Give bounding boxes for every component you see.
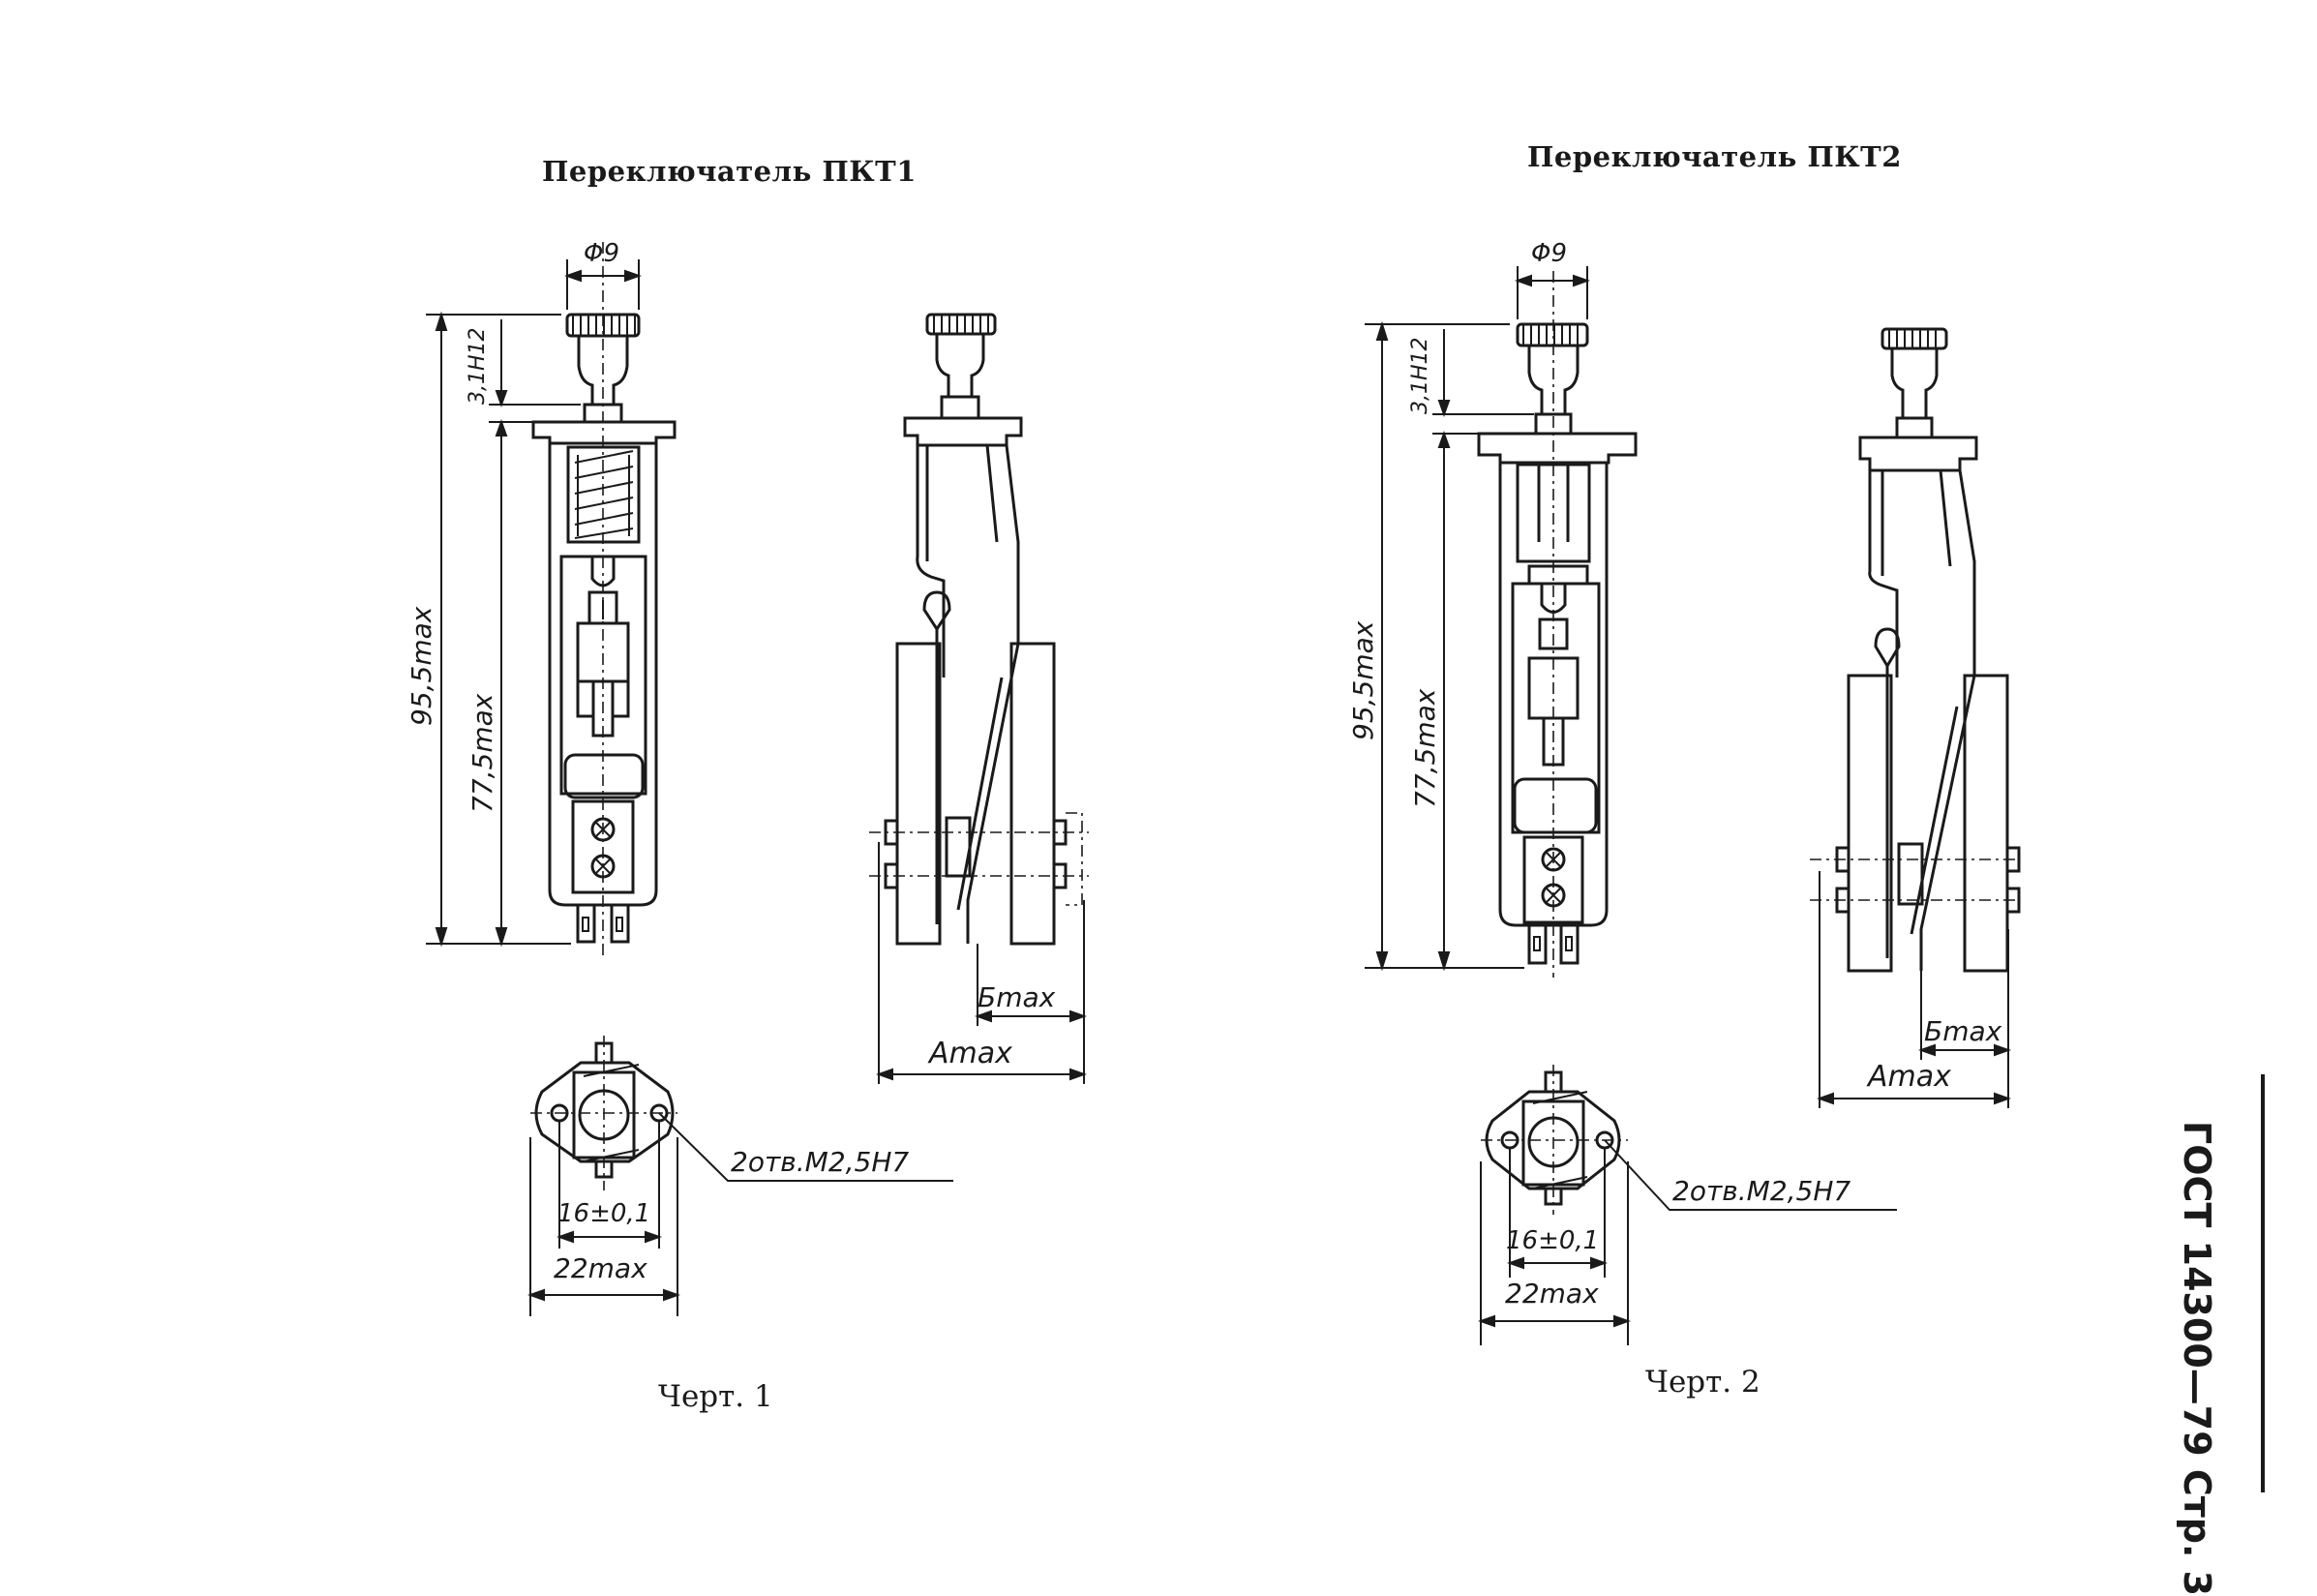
technical-drawings: Φ9 95,5max 3,1H12 77,5max — [406, 239, 2021, 1345]
drawing1-tolerance-label: 3,1H12 — [466, 327, 490, 405]
drawing2-body-height-label: 77,5max — [1409, 688, 1441, 808]
drawing2-a-dim-label: Amax — [1866, 1060, 1951, 1094]
drawing2-total-height-label: 95,5max — [1347, 620, 1379, 740]
drawing2-width-label: 22max — [1505, 1278, 1599, 1310]
drawing1-holes-label: 2отв.M2,5H7 — [731, 1146, 909, 1178]
figure-caption-1: Черт. 1 — [658, 1379, 773, 1414]
drawing2-dimensions: Φ9 95,5max 3,1H12 77,5max — [1347, 239, 1590, 972]
drawing2-spacing-label: 16±0,1 — [1506, 1226, 1599, 1255]
drawing1-dimensions: Φ9 95,5max 3,1H12 77,5max — [406, 239, 642, 948]
drawing1-side-view: Бmax Amax — [869, 313, 1089, 1084]
drawing1-total-height-label: 95,5max — [406, 606, 437, 726]
drawing2-front-view — [1477, 271, 1638, 978]
drawing1-width-label: 22max — [554, 1252, 647, 1284]
drawing1-a-dim-label: Amax — [927, 1037, 1012, 1070]
drawing1-bottom-view: 2отв.M2,5H7 16±0,1 22max — [527, 1036, 953, 1316]
figure-caption-2: Черт. 2 — [1645, 1365, 1760, 1400]
drawing1-b-dim-label: Бmax — [978, 981, 1056, 1013]
drawing2-side-view: Бmax Amax — [1810, 327, 2021, 1108]
drawing2-holes-label: 2отв.M2,5H7 — [1672, 1175, 1851, 1207]
header-rule — [2261, 1074, 2265, 1492]
drawing1-spacing-label: 16±0,1 — [557, 1199, 650, 1228]
drawing-title-pkt1: Переключатель ПКТ1 — [542, 155, 917, 188]
drawing1-body-height-label: 77,5max — [466, 693, 498, 813]
drawing1-front-view — [531, 242, 677, 958]
drawing2-diameter-label: Φ9 — [1531, 239, 1567, 268]
drawing2-bottom-view: 2отв.M2,5H7 16±0,1 22max — [1478, 1065, 1897, 1345]
drawing1-diameter-label: Φ9 — [584, 239, 619, 268]
document-page: Переключатель ПКТ1 Переключатель ПКТ2 Че… — [406, 140, 2265, 1596]
drawing-title-pkt2: Переключатель ПКТ2 — [1527, 140, 1902, 173]
drawing2-tolerance-label: 3,1H12 — [1408, 337, 1432, 414]
drawing2-b-dim-label: Бmax — [1924, 1015, 2002, 1047]
